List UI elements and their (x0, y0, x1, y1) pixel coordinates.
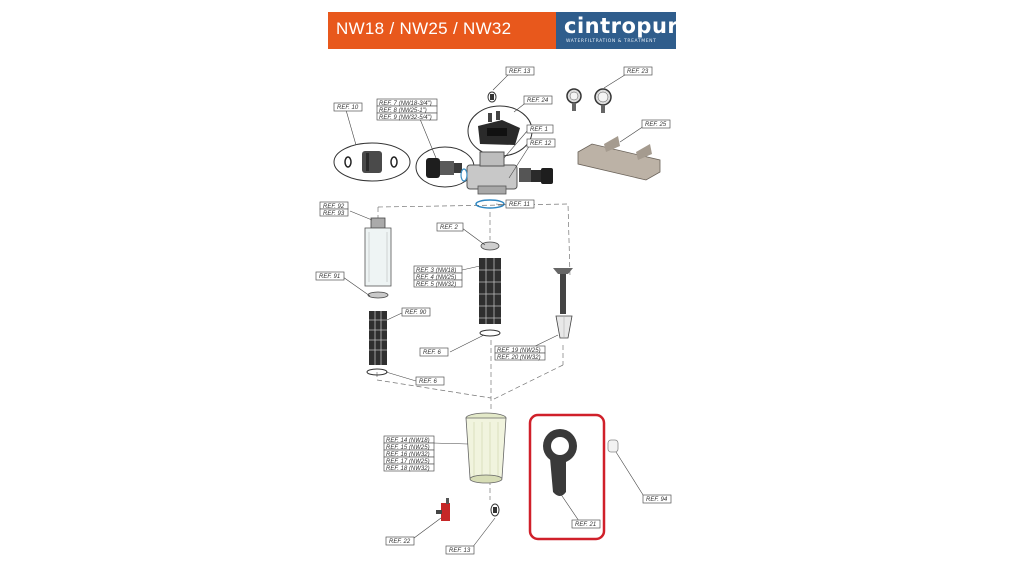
mounting-clamp-icon (478, 111, 520, 145)
svg-text:REF. 4 (NW25): REF. 4 (NW25) (416, 275, 456, 281)
plug-part-icon (490, 503, 500, 517)
ref-label-22: REF. 22 (385, 536, 415, 546)
svg-text:REF. 5 (NW32): REF. 5 (NW32) (416, 282, 456, 288)
ref-label-93: REF. 93 (319, 208, 349, 217)
svg-text:REF. 3 (NW18): REF. 3 (NW18) (416, 268, 456, 274)
group-circle-ref10 (333, 142, 411, 182)
wrench-icon (543, 429, 577, 496)
ref-label-5: REF. 5 (NW32) (413, 279, 463, 288)
ref-label-25: REF. 25 (641, 119, 671, 129)
svg-text:REF. 90: REF. 90 (405, 310, 427, 316)
central-mesh-icon (479, 241, 501, 337)
svg-text:REF. 23: REF. 23 (627, 69, 649, 75)
svg-text:REF. 20 (NW32): REF. 20 (NW32) (497, 355, 541, 361)
leader-lines (342, 72, 646, 549)
filter-bowl-icon (465, 412, 507, 484)
svg-text:REF. 6: REF. 6 (423, 350, 442, 356)
ref-label-20: REF. 20 (NW32) (494, 352, 546, 361)
svg-text:REF. 13: REF. 13 (449, 548, 471, 554)
wall-bracket-icon (577, 136, 661, 181)
brand-tagline: WATERFILTRATION & TREATMENT (566, 39, 657, 44)
ref-label-13-bottom: REF. 13 (445, 545, 475, 555)
svg-text:REF. 13: REF. 13 (509, 69, 531, 75)
ref-label-6-center: REF. 6 (419, 347, 449, 357)
ref-label-2: REF. 2 (436, 222, 464, 232)
svg-text:REF. 93: REF. 93 (323, 211, 345, 217)
model-title: NW18 / NW25 / NW32 (336, 19, 512, 38)
svg-text:REF. 91: REF. 91 (319, 274, 340, 280)
ref-label-10: REF. 10 (333, 102, 363, 112)
ref-label-21: REF. 21 (571, 519, 601, 529)
filter-cartridge-icon (364, 217, 392, 299)
ref-label-18: REF. 18 (NW32) (383, 463, 435, 472)
svg-text:REF. 94: REF. 94 (646, 497, 668, 503)
ref-label-9: REF. 9 (NW32-5/4") (376, 112, 438, 121)
svg-text:REF. 21: REF. 21 (575, 522, 596, 528)
svg-text:REF. 15 (NW25): REF. 15 (NW25) (386, 445, 430, 451)
svg-text:REF. 8 (NW25-1"): REF. 8 (NW25-1") (379, 108, 427, 114)
svg-text:REF. 11: REF. 11 (509, 202, 530, 208)
ref-label-90: REF. 90 (401, 307, 431, 317)
ref-label-1: REF. 1 (526, 124, 554, 134)
ref-label-24: REF. 24 (523, 95, 553, 105)
ref-label-6-left: REF. 6 (415, 376, 445, 386)
svg-text:REF. 10: REF. 10 (337, 105, 359, 111)
pressure-gauge-icon (566, 88, 612, 113)
svg-text:REF. 14 (NW18): REF. 14 (NW18) (386, 438, 430, 444)
ref-label-12: REF. 12 (526, 138, 556, 148)
assembly-guide-lines (376, 203, 571, 500)
filter-head-icon (460, 151, 553, 209)
cap-part-icon (607, 439, 619, 453)
ref-label-23: REF. 23 (623, 66, 653, 76)
svg-text:REF. 7 (NW18-3/4"): REF. 7 (NW18-3/4") (379, 101, 432, 107)
union-nut-icon (426, 158, 462, 178)
svg-text:REF. 16 (NW32): REF. 16 (NW32) (386, 452, 430, 458)
ref-label-13-top: REF. 13 (505, 66, 535, 76)
svg-text:REF. 92: REF. 92 (323, 204, 345, 210)
drain-valve-icon (436, 498, 450, 521)
svg-text:REF. 19 (NW25): REF. 19 (NW25) (497, 348, 541, 354)
svg-text:REF. 1: REF. 1 (530, 127, 548, 133)
coupling-part-icon (344, 151, 398, 173)
ref-label-11: REF. 11 (505, 199, 535, 209)
svg-text:REF. 24: REF. 24 (527, 98, 549, 104)
svg-text:REF. 9 (NW32-5/4"): REF. 9 (NW32-5/4") (379, 115, 432, 121)
ref-label-94: REF. 94 (642, 494, 672, 504)
svg-text:REF. 6: REF. 6 (419, 379, 438, 385)
rotor-rod-icon (553, 268, 573, 339)
svg-text:REF. 12: REF. 12 (530, 141, 552, 147)
highlight-box (528, 413, 606, 541)
svg-text:REF. 17 (NW25): REF. 17 (NW25) (386, 459, 430, 465)
screw-part-icon (487, 91, 497, 103)
brand-name: cintropur (564, 14, 679, 38)
brand-logo (556, 12, 676, 49)
ref-label-91: REF. 91 (315, 271, 345, 281)
svg-text:REF. 18 (NW32): REF. 18 (NW32) (386, 466, 430, 472)
filter-mesh-icon (366, 311, 388, 376)
svg-text:REF. 25: REF. 25 (645, 122, 667, 128)
svg-text:REF. 22: REF. 22 (389, 539, 411, 545)
svg-text:REF. 2: REF. 2 (440, 225, 459, 231)
